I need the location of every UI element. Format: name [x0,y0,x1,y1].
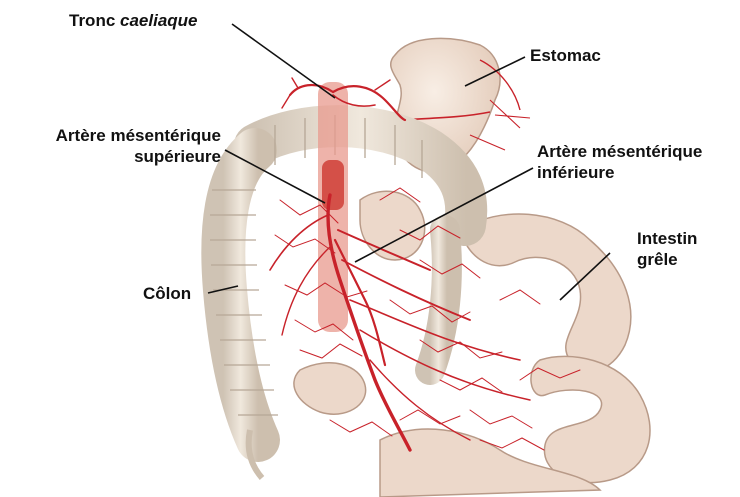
superior-mesenteric-label: Artère mésentérique supérieure [9,125,221,167]
small-intestine-label: Intestin grêle [637,228,697,270]
superior-mesenteric-line2: supérieure [9,146,221,167]
celiac-trunk-label: Tronc caeliaque [69,10,198,31]
inferior-mesenteric-line1: Artère mésentérique [537,141,702,162]
leader-celiac [232,24,335,98]
stomach-label: Estomac [530,45,601,66]
superior-mesenteric-line1: Artère mésentérique [9,125,221,146]
small-intestine-line1: Intestin [637,228,697,249]
inferior-mesenteric-line2: inférieure [537,162,702,183]
small-intestine-line2: grêle [637,249,697,270]
colon-label: Côlon [143,283,191,304]
celiac-trunk-label-prefix: Tronc [69,11,120,30]
celiac-trunk-label-italic: caeliaque [120,11,198,30]
inferior-mesenteric-label: Artère mésentérique inférieure [537,141,702,183]
